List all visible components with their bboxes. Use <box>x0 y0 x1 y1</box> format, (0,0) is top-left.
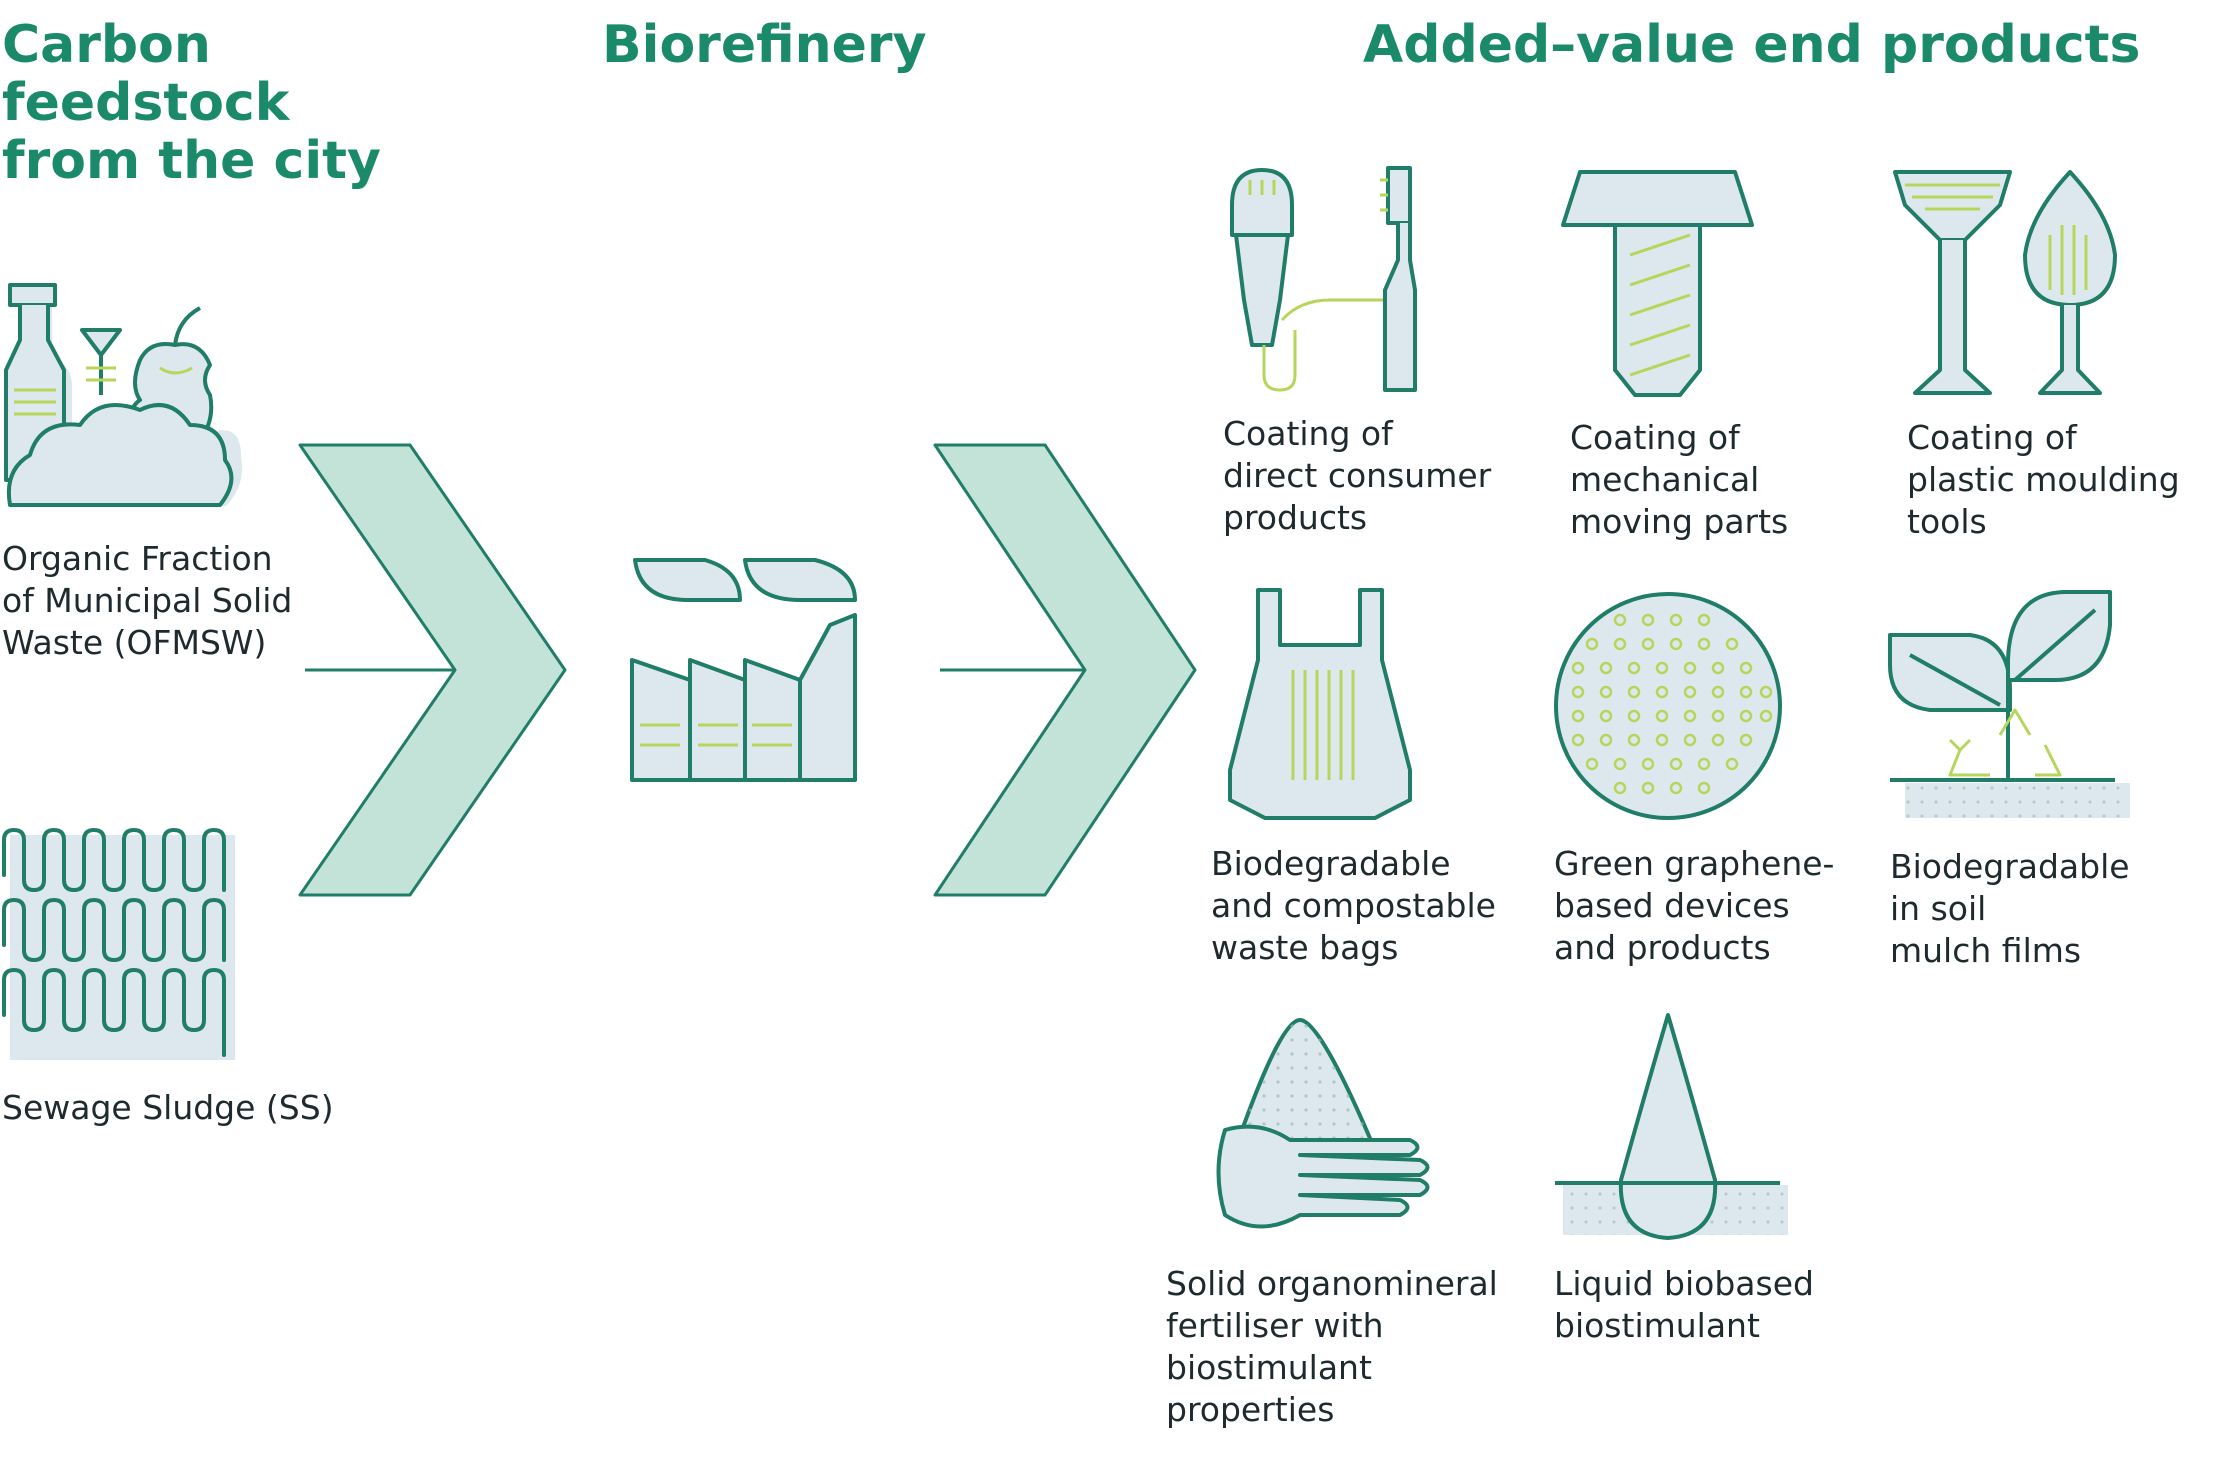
label-line: products <box>1223 498 1368 537</box>
input-label-ofmsw: Organic Fraction of Municipal Solid Wast… <box>2 538 292 664</box>
chevron-arrow-1 <box>298 443 567 897</box>
label-line: plastic moulding <box>1907 460 2180 499</box>
consumer-products-icon <box>1230 166 1417 392</box>
organic-waste-icon <box>4 283 242 507</box>
label-line: Liquid biobased <box>1554 1264 1814 1303</box>
heading-feedstock-line-2: feedstock <box>2 73 290 133</box>
label-line: and compostable <box>1211 886 1496 925</box>
screw-icon <box>1561 170 1754 397</box>
label-line: Waste (OFMSW) <box>2 623 267 662</box>
heading-feedstock-line-3: from the city <box>2 131 381 191</box>
label-line: Sewage Sludge (SS) <box>2 1088 334 1127</box>
input-label-sewage-sludge: Sewage Sludge (SS) <box>2 1087 334 1129</box>
product-label-consumer-products: Coating of direct consumer products <box>1223 413 1491 539</box>
sewage-sludge-icon <box>2 827 235 1060</box>
label-line: Biodegradable <box>1890 847 2130 886</box>
heading-feedstock: Carbon feedstock from the city <box>2 16 381 190</box>
chevron-arrow-2 <box>933 443 1197 897</box>
product-label-mulch-films: Biodegradable in soil mulch films <box>1890 846 2130 972</box>
label-line: properties <box>1166 1390 1335 1429</box>
factory-icon <box>630 558 857 782</box>
biostimulant-drop-icon <box>1555 1013 1788 1240</box>
label-line: direct consumer <box>1223 456 1492 495</box>
label-line: Organic Fraction <box>2 539 273 578</box>
heading-feedstock-line-1: Carbon <box>2 15 211 75</box>
waste-bag-icon <box>1228 588 1412 820</box>
label-line: Coating of <box>1223 414 1393 453</box>
label-line: mulch films <box>1890 931 2082 970</box>
fertiliser-icon <box>1216 1018 1430 1229</box>
label-line: Coating of <box>1907 418 2077 457</box>
product-label-moulding-tools: Coating of plastic moulding tools <box>1907 417 2180 543</box>
moulding-tools-icon <box>1893 170 2117 395</box>
label-line: based devices <box>1554 886 1790 925</box>
label-line: Solid organomineral <box>1166 1264 1498 1303</box>
product-label-liquid-biostimulant: Liquid biobased biostimulant <box>1554 1263 1814 1347</box>
label-line: in soil <box>1890 889 1987 928</box>
heading-biorefinery: Biorefinery <box>602 15 927 75</box>
label-line: biostimulant <box>1166 1348 1372 1387</box>
product-label-waste-bags: Biodegradable and compostable waste bags <box>1211 843 1496 969</box>
label-line: Green graphene- <box>1554 844 1835 883</box>
product-label-fertiliser: Solid organomineral fertiliser with bios… <box>1166 1263 1498 1431</box>
label-line: Coating of <box>1570 418 1740 457</box>
label-line: Biodegradable <box>1211 844 1451 883</box>
label-line: moving parts <box>1570 502 1789 541</box>
label-line: biostimulant <box>1554 1306 1760 1345</box>
graphene-icon <box>1554 592 1782 820</box>
product-label-moving-parts: Coating of mechanical moving parts <box>1570 417 1788 543</box>
label-line: tools <box>1907 502 1987 541</box>
label-line: and products <box>1554 928 1771 967</box>
label-line: mechanical <box>1570 460 1760 499</box>
heading-end-products: Added–value end products <box>1363 15 2141 75</box>
label-line: of Municipal Solid <box>2 581 293 620</box>
plant-icon <box>1888 589 2130 818</box>
label-line: waste bags <box>1211 928 1399 967</box>
label-line: fertiliser with <box>1166 1306 1384 1345</box>
product-label-graphene: Green graphene- based devices and produc… <box>1554 843 1834 969</box>
